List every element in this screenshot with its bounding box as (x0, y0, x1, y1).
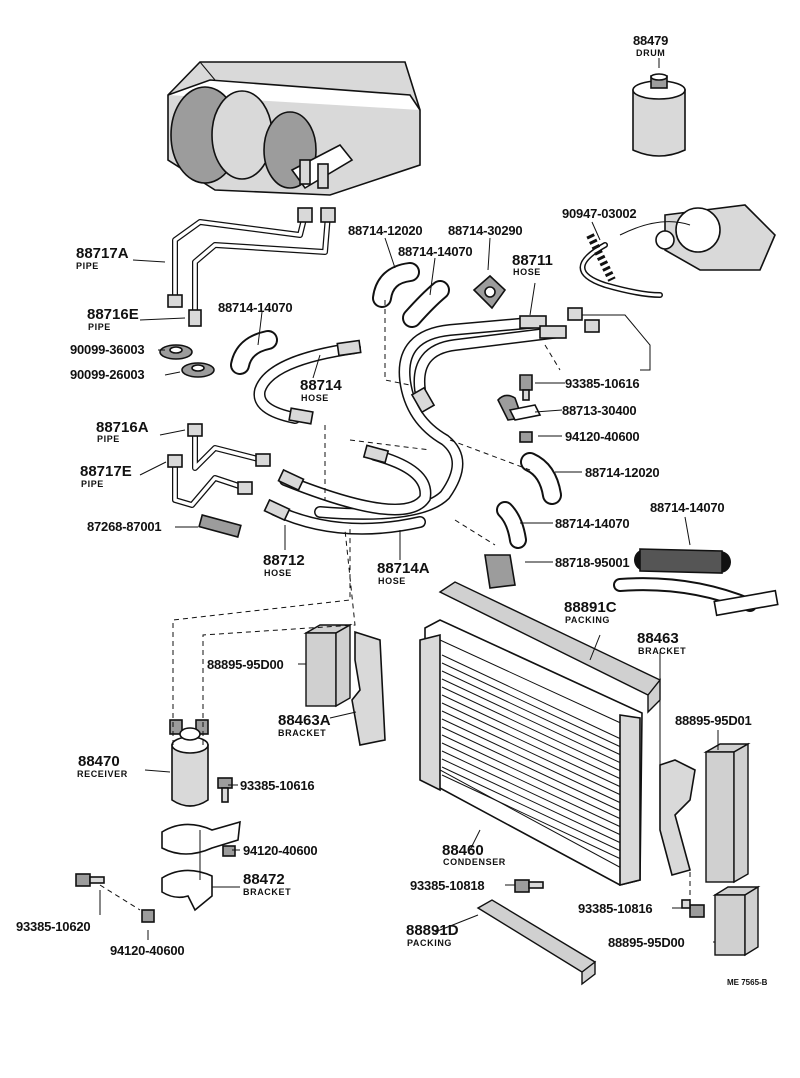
part-number: 88895-95D00 (608, 935, 685, 950)
receiver-drawing (169, 719, 209, 807)
part-number: 88714-14070 (555, 516, 629, 531)
part-number: 88714 (300, 377, 342, 394)
compressor-fittings (567, 307, 651, 371)
part-number: 88717E (80, 463, 132, 480)
part-name: HOSE (264, 568, 292, 578)
part-number: 88714A (377, 560, 430, 577)
condenser-fin (441, 670, 624, 757)
fasteners-top-right (497, 374, 542, 443)
part-number: 88714-14070 (398, 244, 472, 259)
condenser-fin (441, 774, 624, 861)
part-number: 88895-95D01 (675, 713, 752, 728)
main-hoses (253, 315, 567, 535)
pipe-88717a-drawing (167, 207, 336, 318)
part-number: 88714-14070 (218, 300, 292, 315)
part-name: BRACKET (243, 887, 291, 897)
part-name: DRUM (636, 48, 665, 58)
part-number: 88717A (76, 245, 129, 262)
part-number: 88895-95D00 (207, 657, 284, 672)
part-number: 94120-40600 (110, 943, 184, 958)
part-number: 93385-10616 (565, 376, 639, 391)
condenser-fin (441, 662, 624, 749)
condenser-fin (441, 758, 624, 845)
part-number: 90099-26003 (70, 367, 144, 382)
part-number: 90099-36003 (70, 342, 144, 357)
part-number: 93385-10818 (410, 878, 484, 893)
part-number: 88711 (512, 252, 553, 269)
part-name: PIPE (81, 479, 104, 489)
cushion-drawing (198, 514, 242, 538)
condenser-fin (441, 734, 624, 821)
distributor-tube (579, 204, 776, 298)
part-name: HOSE (513, 267, 541, 277)
condenser-fin (441, 686, 624, 773)
part-name: PIPE (97, 434, 120, 444)
pipes-left (167, 423, 271, 508)
part-number: 88463A (278, 712, 331, 729)
part-name: HOSE (378, 576, 406, 586)
packing-88891d-drawing (476, 899, 597, 986)
part-number: 94120-40600 (243, 843, 317, 858)
condenser-fin (441, 694, 624, 781)
part-number: 90947-03002 (562, 206, 636, 221)
part-number: 88463 (637, 630, 679, 647)
condenser-fin (441, 766, 624, 853)
part-number: 93385-10816 (578, 901, 652, 916)
catalog-code: ME 7565-B (727, 978, 768, 987)
foam-blocks (303, 623, 761, 957)
condenser-fin (441, 742, 624, 829)
part-number: 93385-10620 (16, 919, 90, 934)
part-name: BRACKET (278, 728, 326, 738)
part-name: RECEIVER (77, 769, 128, 779)
part-name: PACKING (565, 615, 610, 625)
condenser-fin (441, 702, 624, 789)
part-number: 88713-30400 (562, 403, 636, 418)
part-name: CONDENSER (443, 857, 506, 867)
fasteners-small (75, 777, 705, 923)
part-number: 88714-30290 (448, 223, 522, 238)
condenser-fin (441, 750, 624, 837)
pipe-88716e-fitting (188, 309, 202, 327)
part-number: 88891C (564, 599, 617, 616)
leader-lines (99, 58, 719, 943)
part-number: 88714-14070 (650, 500, 724, 515)
part-number: 88716A (96, 419, 149, 436)
part-number: 88716E (87, 306, 139, 323)
part-number: 87268-87001 (87, 519, 161, 534)
condenser-drawing (419, 619, 643, 887)
part-number: 88718-95001 (555, 555, 629, 570)
condenser-fin (441, 678, 624, 765)
evaporator-unit (167, 61, 421, 196)
drum (632, 73, 686, 157)
part-name: BRACKET (638, 646, 686, 656)
bracket-88463a-drawing (351, 630, 386, 746)
part-number: 88472 (243, 871, 285, 888)
condenser-fin (441, 718, 624, 805)
part-number: 88891D (406, 922, 459, 939)
part-number: 88460 (442, 842, 484, 859)
clamp-30290-drawing (472, 274, 507, 310)
part-number: 88714-12020 (348, 223, 422, 238)
condenser-fin (441, 726, 624, 813)
right-hoses (484, 452, 779, 617)
part-number: 88712 (263, 552, 305, 569)
condenser-fin (441, 654, 624, 741)
part-number: 94120-40600 (565, 429, 639, 444)
condenser-fin (441, 710, 624, 797)
hose-boots (230, 262, 450, 375)
labels: 88479 DRUM 90947-03002 88717A PIPE 88716… (16, 33, 768, 987)
part-number: 88470 (78, 753, 120, 770)
part-number: 88714-12020 (585, 465, 659, 480)
bracket-88472-drawing (161, 820, 241, 912)
part-name: HOSE (301, 393, 329, 403)
bracket-88463-drawing (659, 759, 696, 876)
part-number: 93385-10616 (240, 778, 314, 793)
part-name: PIPE (88, 322, 111, 332)
part-name: PIPE (76, 261, 99, 271)
part-name: PACKING (407, 938, 452, 948)
grommets (159, 344, 215, 378)
part-number: 88479 (633, 33, 668, 48)
